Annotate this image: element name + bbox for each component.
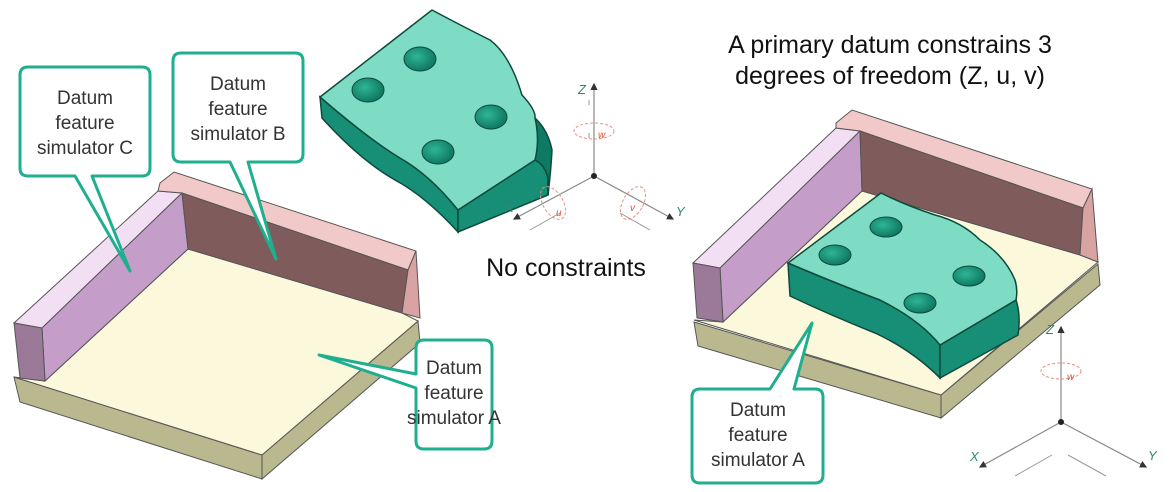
callout-c-line-2: feature	[55, 113, 114, 134]
seated-hole-3	[952, 265, 986, 287]
axis-label-x: X	[504, 200, 515, 215]
callout-b-line-2: feature	[208, 99, 267, 120]
rotation-label-v: v	[630, 203, 636, 214]
right-title-line-2: degrees of freedom (Z, u, v)	[735, 62, 1045, 90]
callout-c-line-3: simulator C	[37, 138, 133, 159]
callout-c-line-1: Datum	[57, 88, 113, 109]
axis-label-y: Y	[676, 204, 686, 219]
right-fixture	[691, 109, 1101, 420]
right-axis-label-z: Z	[1045, 322, 1055, 337]
callout-simulator-b: Datum feature simulator B	[171, 51, 305, 261]
right-simulator-a-right-side	[940, 263, 1101, 420]
right-title-line-1: A primary datum constrains 3	[728, 31, 1052, 59]
callout-a-left-line-2: feature	[424, 383, 483, 404]
rotation-label-w: w	[598, 130, 606, 141]
left-fixture	[12, 171, 421, 481]
right-rotation-label-w: w	[1067, 372, 1075, 383]
no-constraints-caption: No constraints	[486, 254, 646, 282]
right-axis-label-y: Y	[1148, 448, 1158, 463]
hole-4	[421, 139, 455, 165]
callout-b-line-3: simulator B	[190, 124, 285, 145]
callout-simulator-a-left: Datum feature simulator A	[317, 338, 501, 451]
seated-hole-2	[869, 216, 903, 238]
callout-b-line-1: Datum	[210, 74, 266, 95]
callout-a-right-line-2: feature	[728, 425, 787, 446]
axes-free: Z X Y u v w	[504, 82, 686, 231]
axis-label-z: Z	[577, 82, 587, 97]
hole-2	[403, 46, 437, 72]
callout-a-right-line-3: simulator A	[711, 450, 805, 471]
callout-a-left-line-3: simulator A	[407, 408, 501, 429]
callout-simulator-a-right: Datum feature simulator A	[690, 321, 825, 485]
right-simulator-c-end-face	[692, 262, 724, 323]
right-axis-label-x: X	[969, 449, 980, 464]
callout-a-right-line-1: Datum	[730, 400, 786, 421]
free-part	[318, 9, 553, 234]
simulator-b-end-face	[401, 250, 421, 319]
hole-3	[474, 104, 508, 130]
hole-1	[351, 77, 385, 103]
seated-part-top-face	[786, 192, 1018, 346]
callout-simulator-c: Datum feature simulator C	[18, 65, 152, 273]
callout-a-left-line-1: Datum	[426, 358, 482, 379]
right-simulator-b-end-face	[1079, 187, 1099, 263]
seated-hole-1	[818, 244, 852, 266]
simulator-c-end-face	[13, 322, 46, 382]
rotation-label-u: u	[556, 208, 562, 219]
axes-constrained: Z X Y w	[969, 322, 1158, 477]
seated-hole-4	[903, 292, 937, 314]
free-part-top-face	[318, 9, 539, 211]
